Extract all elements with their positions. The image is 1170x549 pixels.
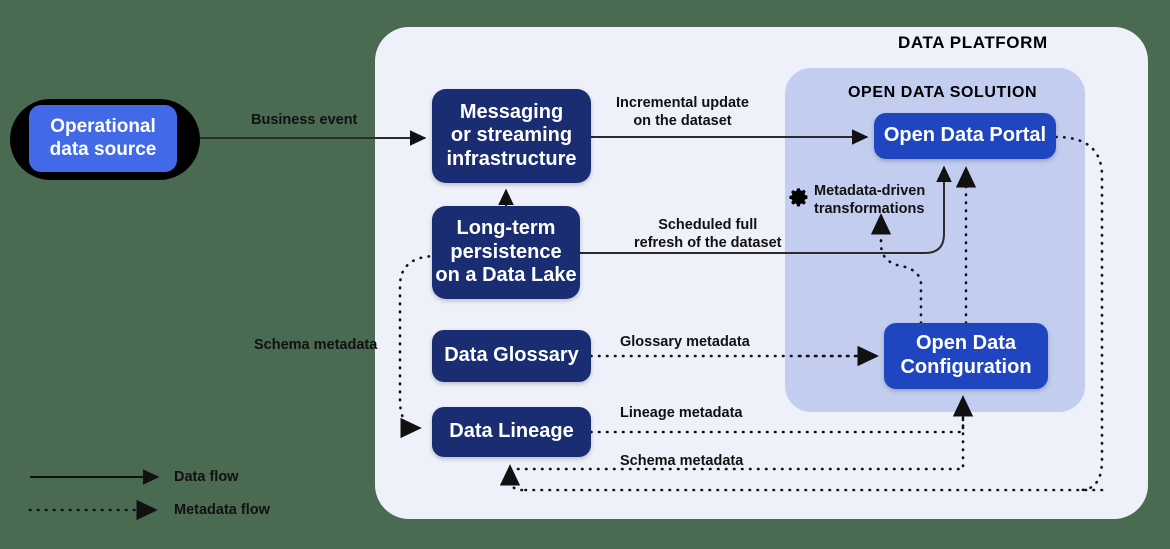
label-schema-metadata-left: Schema metadata	[254, 337, 378, 353]
label-business-event: Business event	[251, 112, 358, 128]
data-platform-title: DATA PLATFORM	[898, 33, 1048, 52]
legend-lines	[28, 469, 160, 521]
label-scheduled-refresh: Scheduled full refresh of the dataset	[634, 217, 782, 252]
label-incremental-update: Incremental update on the dataset	[616, 95, 749, 130]
edge-scheduled-refresh	[580, 165, 952, 254]
node-data-lineage[interactable]: Data Lineage	[432, 407, 591, 457]
node-data-glossary[interactable]: Data Glossary	[432, 330, 591, 382]
edge-bottom-to-config	[508, 395, 965, 471]
open-data-solution-title: OPEN DATA SOLUTION	[848, 84, 1038, 101]
legend-data-flow-label: Data flow	[174, 469, 239, 485]
label-lineage-metadata: Lineage metadata	[620, 405, 743, 421]
gear-icon	[789, 188, 808, 207]
node-long-term-persistence[interactable]: Long-term persistence on a Data Lake	[432, 206, 580, 299]
label-glossary-metadata: Glossary metadata	[620, 334, 750, 350]
node-open-data-portal[interactable]: Open Data Portal	[874, 113, 1056, 159]
edge-portal-to-bottom	[1054, 135, 1104, 492]
label-metadata-driven-transformations: Metadata-driven transformations	[814, 183, 926, 218]
edge-lake-to-lineage	[398, 254, 439, 439]
label-schema-metadata-bottom: Schema metadata	[620, 453, 744, 469]
legend-metadata-flow-label: Metadata flow	[174, 502, 270, 518]
node-open-data-configuration[interactable]: Open Data Configuration	[884, 323, 1048, 389]
node-messaging-infrastructure[interactable]: Messaging or streaming infrastructure	[432, 89, 591, 183]
node-operational-data-source[interactable]: Operational data source	[29, 105, 177, 172]
